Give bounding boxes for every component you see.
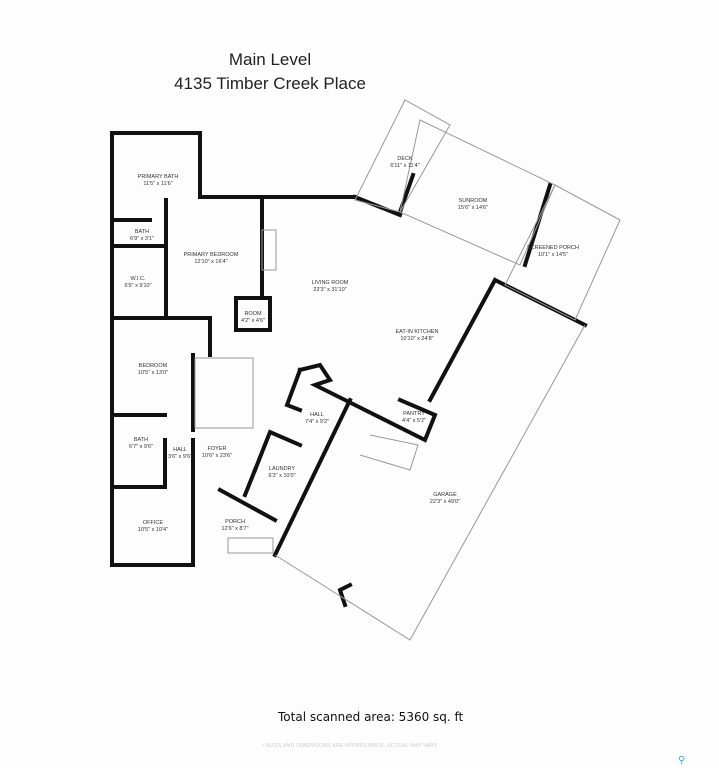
room-name: DECK <box>397 156 413 162</box>
thin-outlines <box>194 99 621 641</box>
room-name: W.I.C. <box>131 276 146 282</box>
room-name: SUNROOM <box>459 198 488 204</box>
room-dim: 10'10" x 24'8" <box>400 336 433 342</box>
room-name: ROOM <box>244 311 262 317</box>
room-dim: 22'3" x 49'0" <box>430 499 460 505</box>
room-name: PANTRY <box>403 411 425 417</box>
room-name: LIVING ROOM <box>312 280 349 286</box>
room-dim: 12'6" x 8'7" <box>221 526 248 532</box>
room-dim: 6'9" x 3'1" <box>130 236 154 242</box>
room-dim: 11'5" x 11'6" <box>143 181 172 187</box>
room-dim: 10'5" x 10'4" <box>138 527 168 533</box>
room-name: GARAGE <box>433 492 457 498</box>
room-name: PORCH <box>225 519 245 525</box>
room-name: BATH <box>134 437 148 443</box>
room-name: SCREENED PORCH <box>527 245 579 251</box>
room-dim: 6'9" x 9'10" <box>124 283 151 289</box>
room-dim: 6'3" x 10'0" <box>268 473 295 479</box>
disclaimer: • SIZES AND DIMENSIONS ARE APPROXIMATE, … <box>262 743 439 749</box>
room-dim: 10'1" x 14'5" <box>538 252 568 258</box>
room-dim: 10'6" x 23'6" <box>202 453 232 459</box>
total-area: Total scanned area: 5360 sq. ft <box>278 710 464 724</box>
room-dim: 23'3" x 31'10" <box>313 287 346 293</box>
room-name: HALL <box>173 447 187 453</box>
room-dim: 15'6" x 14'6" <box>458 205 488 211</box>
map-pin-icon: ⚲ <box>678 755 686 766</box>
plan-title: Main Level <box>228 50 312 69</box>
room-name: BATH <box>135 229 149 235</box>
room-name: BEDROOM <box>139 363 168 369</box>
room-name: FOYER <box>208 446 227 452</box>
room-dim: 4'2" x 4'6" <box>241 318 265 324</box>
plan-address: 4135 Timber Creek Place <box>174 74 366 93</box>
room-name: PRIMARY BATH <box>138 174 179 180</box>
room-dim: 10'5" x 13'0" <box>138 370 168 376</box>
room-name: HALL <box>310 412 324 418</box>
room-dim: 6'11" x 11'4" <box>390 163 419 169</box>
room-name: OFFICE <box>143 520 163 526</box>
room-name: PRIMARY BEDROOM <box>184 252 239 258</box>
room-dim: 7'4" x 9'2" <box>305 419 329 425</box>
room-name: LAUNDRY <box>269 466 296 472</box>
room-dim: 3'6" x 9'6" <box>168 454 192 460</box>
room-dim: 12'10" x 16'4" <box>194 259 227 265</box>
room-dim: 4'4" x 5'2" <box>402 418 426 424</box>
room-name: EAT-IN KITCHEN <box>396 329 439 335</box>
walls <box>110 131 588 608</box>
room-dim: 6'7" x 9'6" <box>129 444 153 450</box>
